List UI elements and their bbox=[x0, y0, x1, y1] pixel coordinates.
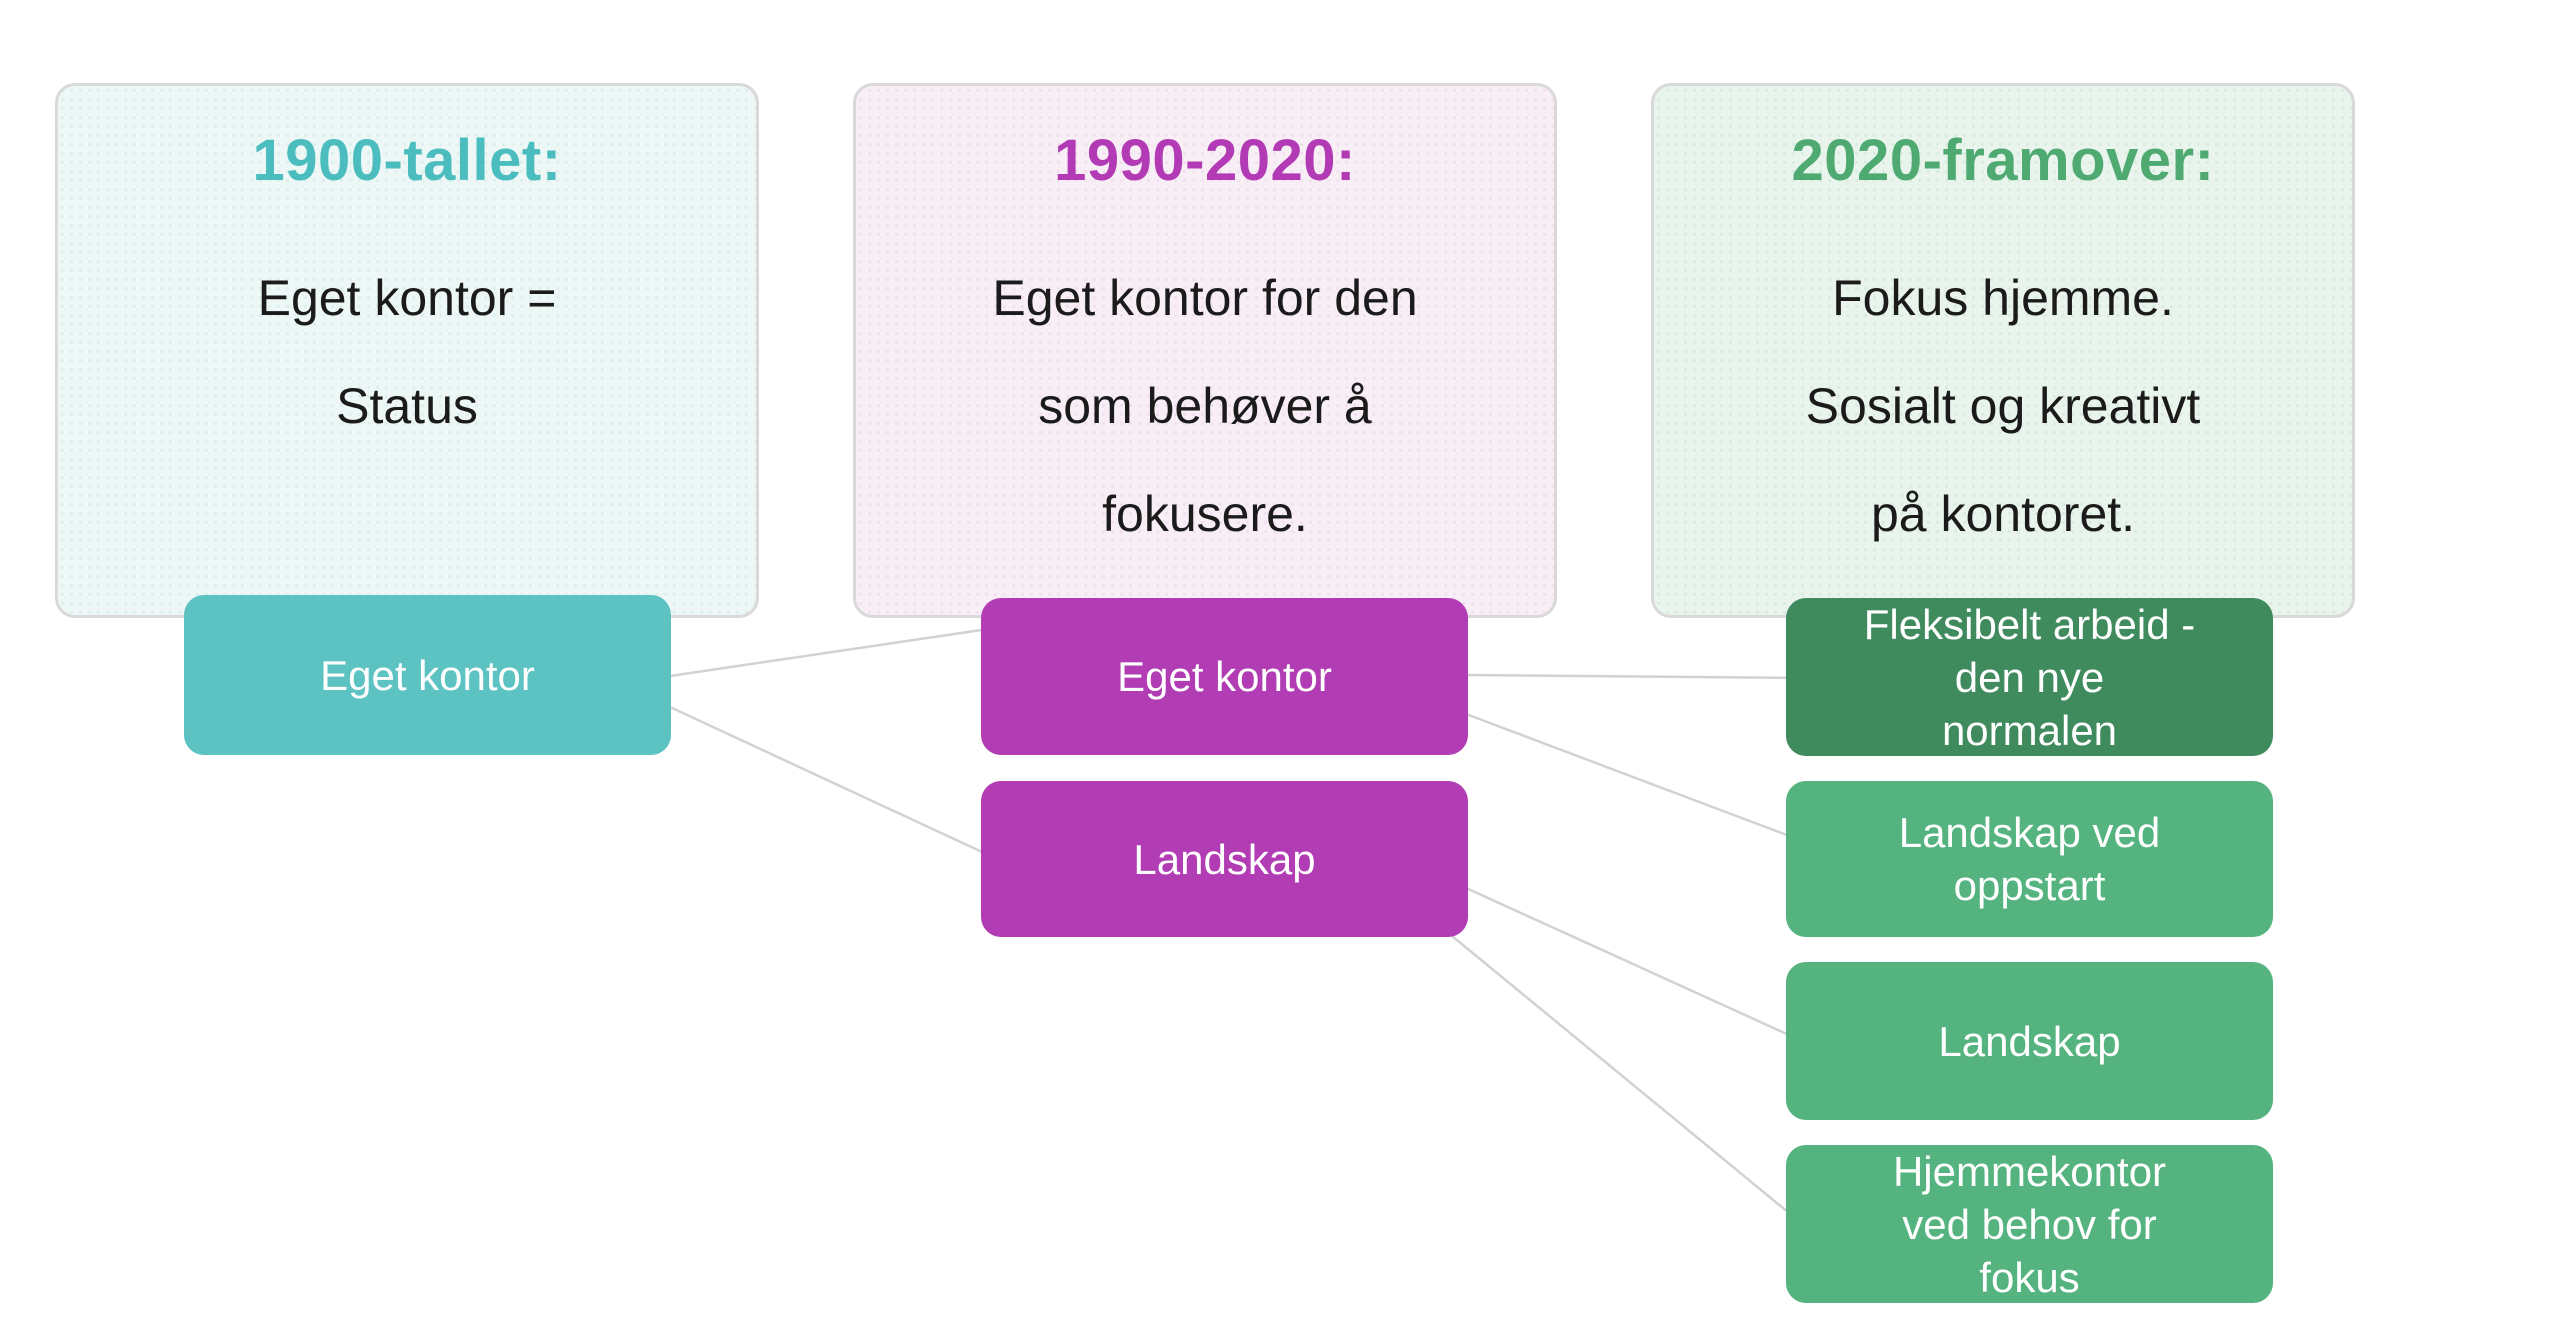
period-body-line: på kontoret. bbox=[1870, 486, 2136, 542]
connector-c2b1-c3b2 bbox=[1464, 712, 1802, 842]
node-landskap-2020[interactable]: Landskap bbox=[1786, 962, 2273, 1120]
connector-c2b2-c3b4 bbox=[1450, 934, 1802, 1224]
period-body-line: Fokus hjemme. bbox=[1832, 270, 2174, 326]
node-fleksibelt-arbeid[interactable]: Fleksibelt arbeid - den nye normalen bbox=[1786, 598, 2273, 756]
connector-c2b1-c3b1 bbox=[1464, 673, 1802, 680]
period-body-line: Sosialt og kreativt bbox=[1805, 378, 2201, 434]
node-label-line: oppstart bbox=[1953, 862, 2106, 909]
period-heading-1990: 1990-2020: bbox=[1054, 128, 1356, 193]
period-heading-1900: 1900-tallet: bbox=[252, 128, 562, 193]
period-card-2020: 2020-framover: Fokus hjemme. Sosialt og … bbox=[1651, 83, 2355, 618]
node-hjemmekontor-ved-behov[interactable]: Hjemmekontor ved behov for fokus bbox=[1786, 1145, 2273, 1303]
node-label: Eget kontor bbox=[320, 651, 535, 699]
period-body-line: som behøver å bbox=[1038, 378, 1372, 434]
period-body-line: Eget kontor = bbox=[257, 270, 557, 326]
connector-c1b1-c2b1 bbox=[668, 626, 997, 678]
node-label-line: Hjemmekontor bbox=[1892, 1147, 2167, 1195]
node-label-line: fokus bbox=[1979, 1253, 2080, 1301]
node-label: Landskap bbox=[1133, 835, 1316, 883]
period-body-line: Status bbox=[336, 378, 478, 434]
period-card-1900: 1900-tallet: Eget kontor = Status bbox=[55, 83, 759, 618]
node-label-line: Fleksibelt arbeid - bbox=[1863, 600, 2196, 648]
period-body-1900: Eget kontor = Status bbox=[58, 244, 756, 460]
period-body-2020: Fokus hjemme. Sosialt og kreativt på kon… bbox=[1654, 244, 2352, 568]
connector-c2b2-c3b3 bbox=[1464, 886, 1802, 1042]
node-label-line: den nye bbox=[1954, 653, 2105, 701]
node-label-line: Landskap ved bbox=[1898, 809, 2161, 856]
node-label: Eget kontor bbox=[1117, 653, 1332, 700]
period-body-1990: Eget kontor for den som behøver å fokuse… bbox=[856, 244, 1554, 568]
period-heading-2020: 2020-framover: bbox=[1791, 128, 2215, 193]
node-landskap-1990[interactable]: Landskap bbox=[981, 781, 1468, 937]
period-body-line: fokusere. bbox=[1102, 486, 1308, 542]
connector-c1b1-c2b2 bbox=[668, 705, 997, 860]
node-eget-kontor-1990[interactable]: Eget kontor bbox=[981, 598, 1468, 755]
node-label-line: normalen bbox=[1941, 706, 2118, 754]
node-label: Landskap bbox=[1938, 1017, 2121, 1065]
period-body-line: Eget kontor for den bbox=[992, 270, 1418, 326]
period-card-1990: 1990-2020: Eget kontor for den som behøv… bbox=[853, 83, 1557, 618]
node-landskap-ved-oppstart[interactable]: Landskap ved oppstart bbox=[1786, 781, 2273, 937]
node-label-line: ved behov for bbox=[1902, 1200, 2157, 1248]
node-eget-kontor-1900[interactable]: Eget kontor bbox=[184, 595, 671, 755]
